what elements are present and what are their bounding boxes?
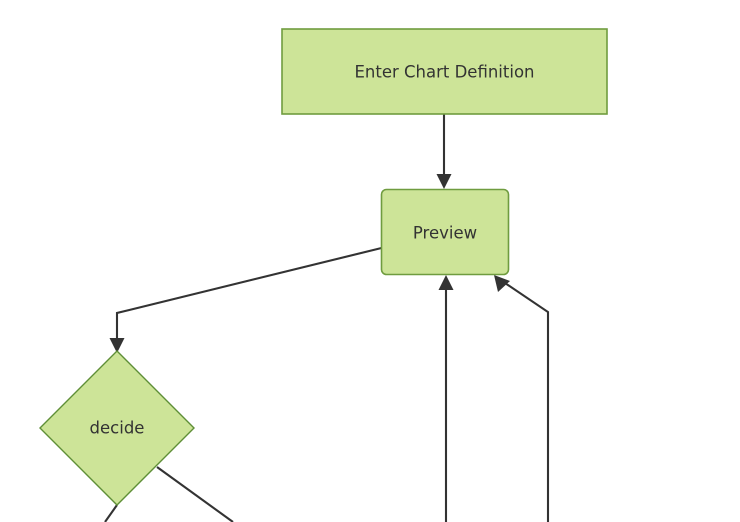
edge-layer xyxy=(104,114,550,522)
arrow-head-down-icon xyxy=(436,174,452,189)
arrow-head-up-left-icon xyxy=(494,275,510,292)
node-shape-diamond[interactable] xyxy=(39,350,195,506)
node-layer: Enter Chart Definition Preview decide xyxy=(39,28,608,506)
edge-line xyxy=(156,466,234,522)
edge-offscreen-below-to-preview xyxy=(438,275,454,522)
arrow-head-down-icon xyxy=(109,338,125,353)
edge-enter-chart-definition-to-preview xyxy=(436,114,452,189)
node-label-preview: Preview xyxy=(413,224,477,243)
edge-line xyxy=(501,280,550,522)
node-label-decide: decide xyxy=(90,419,145,438)
arrow-head-up-icon xyxy=(438,275,454,290)
edge-preview-to-decide xyxy=(109,246,382,353)
node-preview[interactable]: Preview xyxy=(380,188,510,276)
node-decide[interactable]: decide xyxy=(39,350,195,506)
node-shape-rectangle[interactable] xyxy=(281,28,608,115)
edge-line xyxy=(104,504,118,522)
node-shape-rounded-rectangle[interactable] xyxy=(380,188,510,276)
node-label-enter-chart-definition: Enter Chart Definition xyxy=(354,63,534,82)
edge-offscreen-below-right-to-preview xyxy=(494,275,550,522)
node-enter-chart-definition[interactable]: Enter Chart Definition xyxy=(281,28,608,115)
edge-line xyxy=(115,246,382,344)
edge-decide-to-offscreen-below-left xyxy=(104,504,118,522)
edge-decide-to-offscreen-below-right xyxy=(156,466,234,522)
